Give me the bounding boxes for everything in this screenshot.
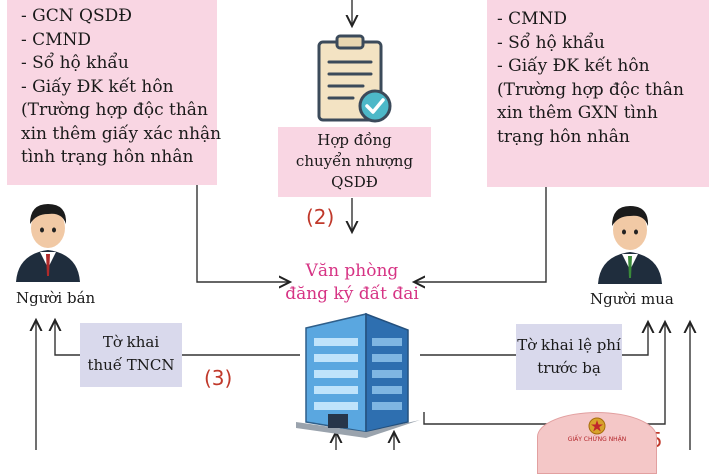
- registration-fee-form-box: Tờ khai lệ phí trước bạ: [516, 324, 622, 390]
- seller-doc-line: xin thêm giấy xác nhận: [21, 123, 222, 144]
- certificate-title: GIẤY CHỨNG NHẬN: [567, 436, 627, 443]
- seller-person-icon: [16, 204, 80, 282]
- seller-doc-line: tình trạng hôn nhân: [21, 147, 194, 167]
- national-emblem-icon: [588, 417, 606, 435]
- buyer-doc-line: xin thêm GXN tình: [497, 103, 658, 123]
- contract-box: Hợp đồng chuyển nhượng QSDĐ: [278, 127, 431, 197]
- fee-form-line: Tờ khai lệ phí: [517, 336, 621, 354]
- contract-line: chuyển nhượng: [295, 152, 414, 170]
- clipboard-icon: [317, 34, 392, 123]
- personal-income-tax-form-box: Tờ khai thuế TNCN: [80, 323, 182, 387]
- seller-doc-line: - Giấy ĐK kết hôn: [21, 76, 174, 97]
- office-building-icon: [296, 312, 420, 438]
- buyer-doc-line: - Giấy ĐK kết hôn: [497, 56, 650, 76]
- tax-form-line: Tờ khai: [102, 333, 160, 351]
- arrow-buyer-docs: [414, 187, 547, 282]
- contract-line: Hợp đồng: [317, 131, 392, 149]
- land-registration-office-label: Văn phòng đăng ký đất đai: [262, 260, 442, 306]
- seller-doc-line: (Trường hợp độc thân: [21, 100, 208, 120]
- seller-label: Người bán: [16, 289, 96, 307]
- buyer-doc-line: - CMND: [497, 9, 568, 29]
- buyer-doc-line: (Trường hợp độc thân: [497, 79, 684, 100]
- office-line: đăng ký đất đai: [285, 284, 419, 304]
- arrow-fee-buyer: [622, 322, 648, 356]
- buyer-label: Người mua: [590, 290, 674, 308]
- seller-doc-line: - Sổ hộ khẩu: [21, 53, 129, 73]
- land-use-certificate: GIẤY CHỨNG NHẬN: [537, 412, 657, 474]
- buyer-doc-line: trạng hôn nhân: [497, 126, 630, 147]
- step-2-label: (2): [306, 205, 335, 229]
- office-line: Văn phòng: [305, 261, 399, 281]
- step-3-label: (3): [204, 366, 233, 390]
- buyer-doc-line: - Sổ hộ khẩu: [497, 32, 605, 53]
- seller-doc-line: - CMND: [21, 29, 92, 50]
- seller-doc-line: - GCN QSDĐ: [21, 6, 132, 26]
- buyer-documents-box: - CMND - Sổ hộ khẩu - Giấy ĐK kết hôn (T…: [487, 0, 709, 187]
- tax-form-line: thuế TNCN: [87, 356, 175, 374]
- connector-lines: [0, 0, 720, 450]
- buyer-person-icon: [598, 206, 662, 284]
- fee-form-line: trước bạ: [537, 359, 601, 377]
- arrow-tax-seller: [55, 320, 80, 356]
- seller-documents-box: - GCN QSDĐ - CMND - Sổ hộ khẩu - Giấy ĐK…: [7, 0, 222, 185]
- contract-line: QSDĐ: [331, 173, 378, 191]
- arrow-seller-docs: [196, 185, 290, 282]
